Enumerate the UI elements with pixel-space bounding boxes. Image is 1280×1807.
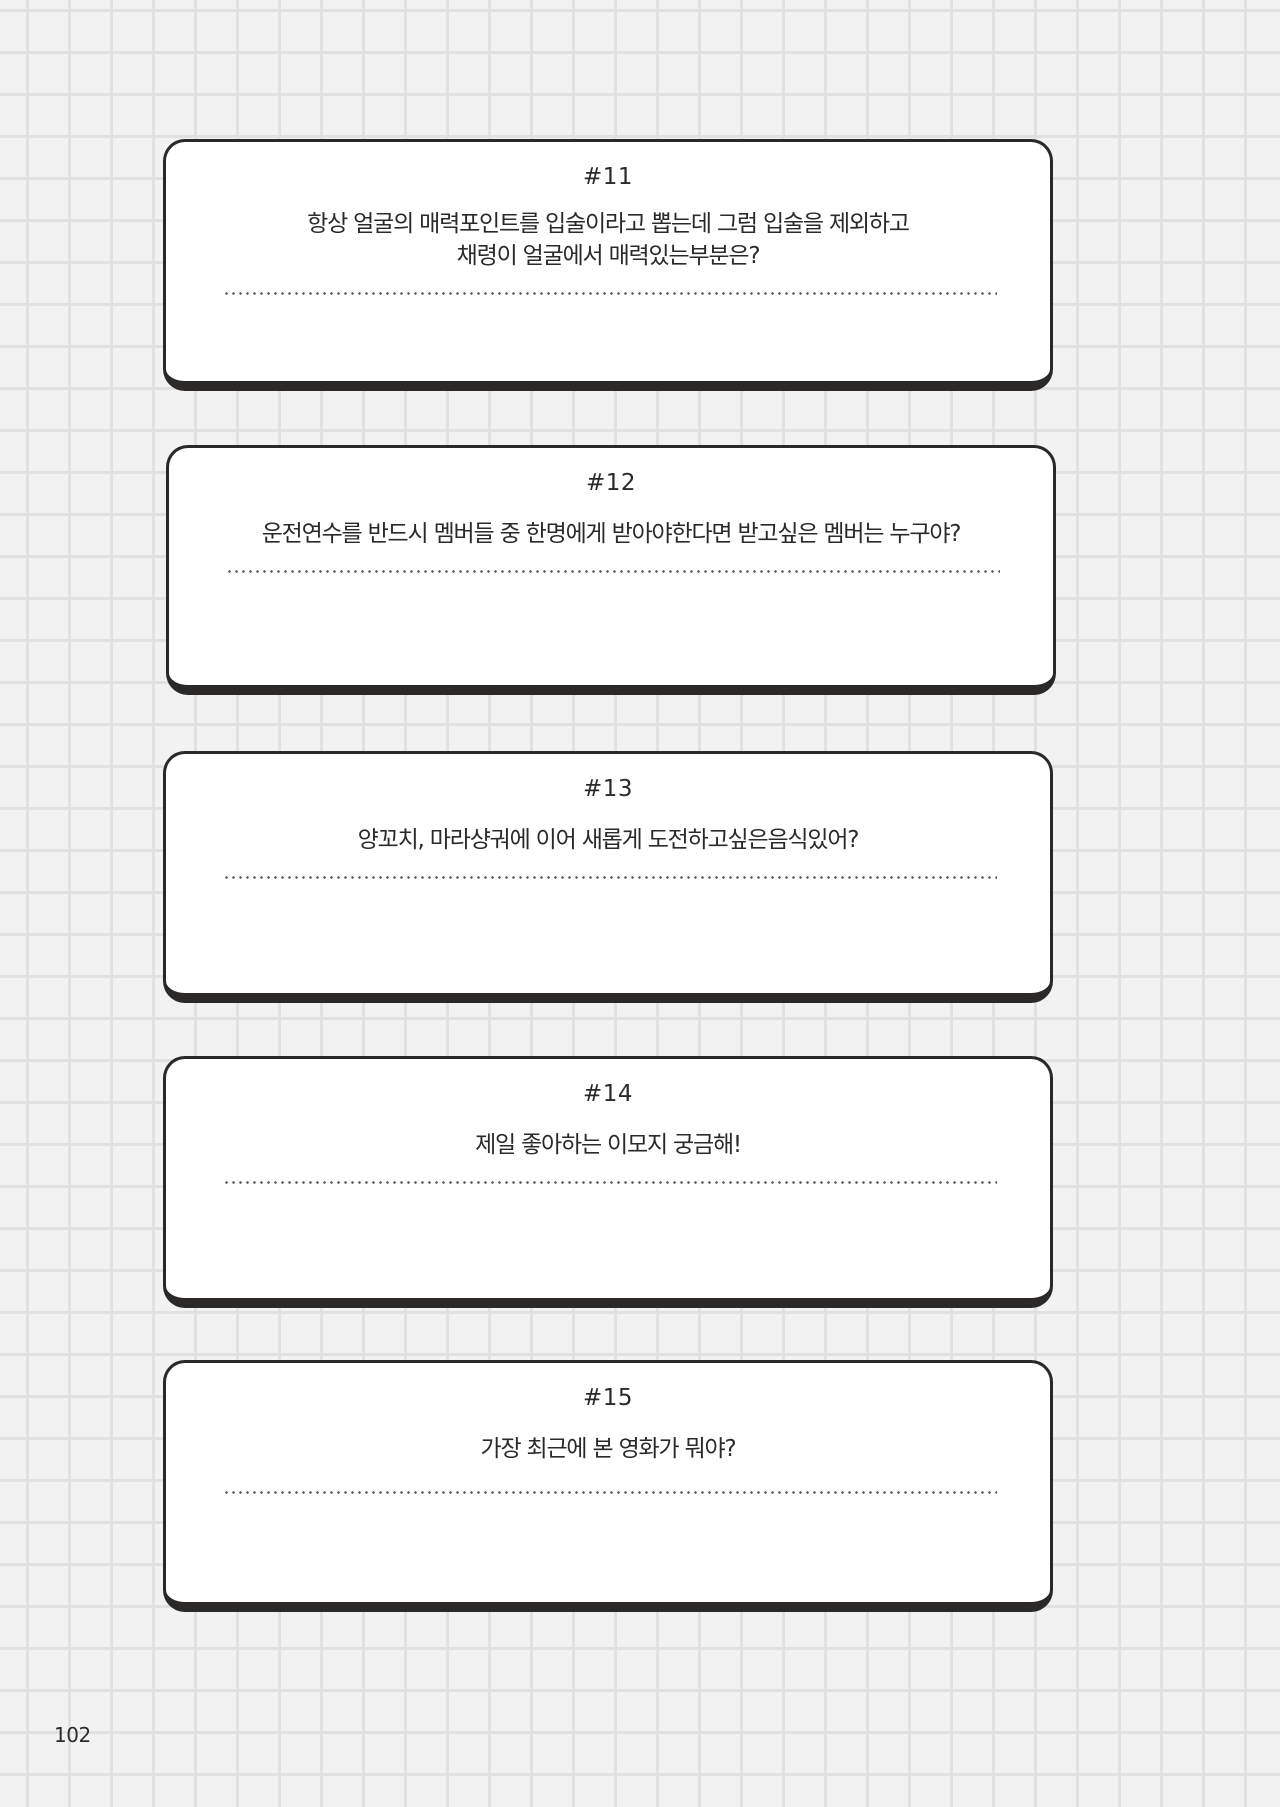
question-text-line: 채령이 얼굴에서 매력있는부분은?	[456, 243, 761, 269]
question-number: #15	[582, 1385, 634, 1411]
question-text-line: 제일 좋아하는 이모지 궁금해!	[475, 1132, 742, 1158]
question-card-15: #15 가장 최근에 본 영화가 뭐야?	[163, 1360, 1053, 1612]
answer-dotted-line[interactable]	[223, 876, 997, 879]
question-text: 양꼬치, 마라샹궈에 이어 새롭게 도전하고싶은음식있어?	[166, 824, 1050, 856]
answer-dotted-line[interactable]	[223, 1181, 997, 1184]
question-card-13: #13 양꼬치, 마라샹궈에 이어 새롭게 도전하고싶은음식있어?	[163, 751, 1053, 1003]
question-number: #14	[582, 1081, 634, 1107]
answer-dotted-line[interactable]	[223, 292, 997, 295]
question-text-line: 운전연수를 반드시 멤버들 중 한명에게 받아야한다면 받고싶은 멤버는 누구야…	[261, 521, 962, 547]
page-number: 102	[54, 1723, 91, 1747]
question-text: 제일 좋아하는 이모지 궁금해!	[166, 1129, 1050, 1161]
question-text-line: 항상 얼굴의 매력포인트를 입술이라고 뽑는데 그럼 입술을 제외하고	[307, 211, 910, 237]
question-number: #13	[582, 776, 634, 802]
answer-dotted-line[interactable]	[226, 570, 1000, 573]
question-number: #11	[582, 164, 634, 190]
question-card-14: #14 제일 좋아하는 이모지 궁금해!	[163, 1056, 1053, 1308]
question-text: 가장 최근에 본 영화가 뭐야?	[166, 1433, 1050, 1465]
question-number: #12	[585, 470, 637, 496]
question-text: 운전연수를 반드시 멤버들 중 한명에게 받아야한다면 받고싶은 멤버는 누구야…	[169, 518, 1053, 550]
question-text-line: 양꼬치, 마라샹궈에 이어 새롭게 도전하고싶은음식있어?	[357, 827, 860, 853]
answer-dotted-line[interactable]	[223, 1491, 997, 1494]
question-card-11: #11 항상 얼굴의 매력포인트를 입술이라고 뽑는데 그럼 입술을 제외하고 …	[163, 139, 1053, 391]
question-text-line: 가장 최근에 본 영화가 뭐야?	[480, 1436, 736, 1462]
question-card-12: #12 운전연수를 반드시 멤버들 중 한명에게 받아야한다면 받고싶은 멤버는…	[166, 445, 1056, 695]
question-text: 항상 얼굴의 매력포인트를 입술이라고 뽑는데 그럼 입술을 제외하고 채령이 …	[166, 208, 1050, 272]
